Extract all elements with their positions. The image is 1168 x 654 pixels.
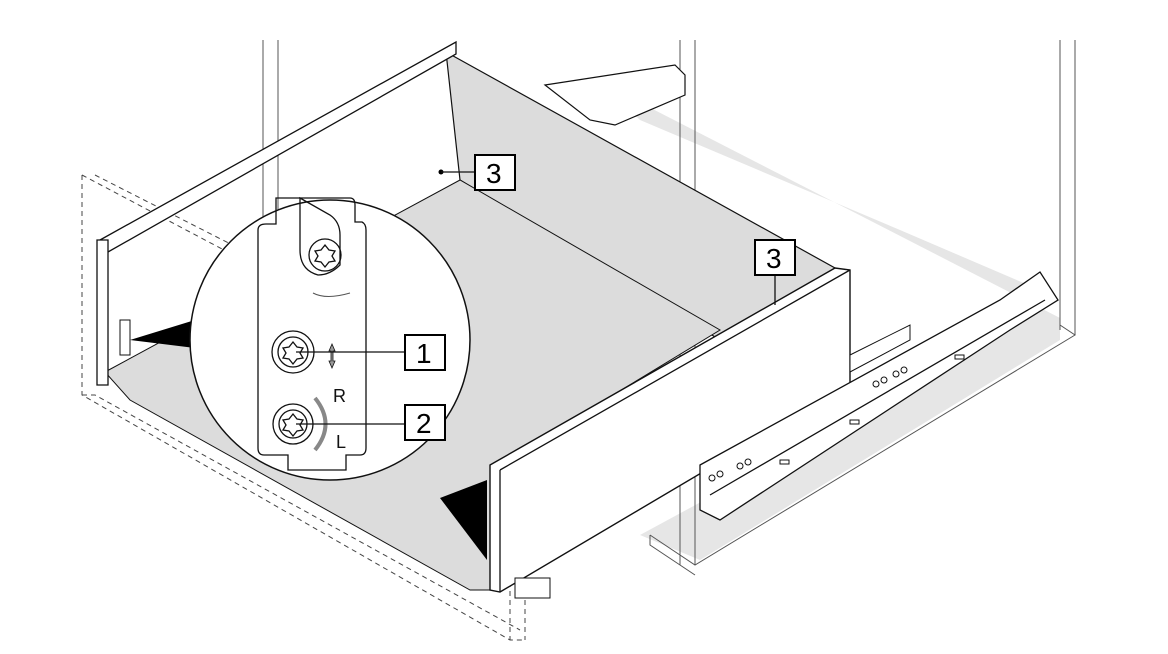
label-left: L bbox=[336, 432, 346, 452]
svg-text:1: 1 bbox=[416, 338, 432, 369]
detail-magnifier bbox=[189, 199, 471, 481]
callout-1: 1 bbox=[404, 334, 446, 371]
detail-pointer-left bbox=[130, 320, 195, 348]
hinge-bracket-detail: R L bbox=[257, 196, 405, 471]
rear-slide-rail bbox=[543, 64, 686, 126]
left-bracket bbox=[119, 319, 131, 356]
callout-3-back: 3 bbox=[474, 154, 516, 191]
slide-rear-section bbox=[849, 324, 911, 373]
height-adjust-arrow-icon bbox=[328, 342, 336, 370]
cabinet-floor bbox=[600, 82, 1060, 560]
torx-screw-top-icon bbox=[313, 243, 337, 269]
drawer-left-front-edge bbox=[96, 239, 109, 386]
callout-3-front: 3 bbox=[754, 239, 796, 276]
callout-2: 2 bbox=[404, 404, 446, 441]
front-corner-clip bbox=[514, 577, 551, 599]
svg-text:3: 3 bbox=[486, 158, 502, 189]
svg-text:2: 2 bbox=[416, 408, 432, 439]
svg-text:3: 3 bbox=[766, 243, 782, 274]
torx-screw-2-icon bbox=[281, 412, 305, 438]
label-right: R bbox=[333, 386, 346, 406]
torx-screw-1-icon bbox=[281, 340, 305, 366]
rail-holes bbox=[708, 354, 965, 482]
detail-pointer-right bbox=[440, 480, 487, 560]
